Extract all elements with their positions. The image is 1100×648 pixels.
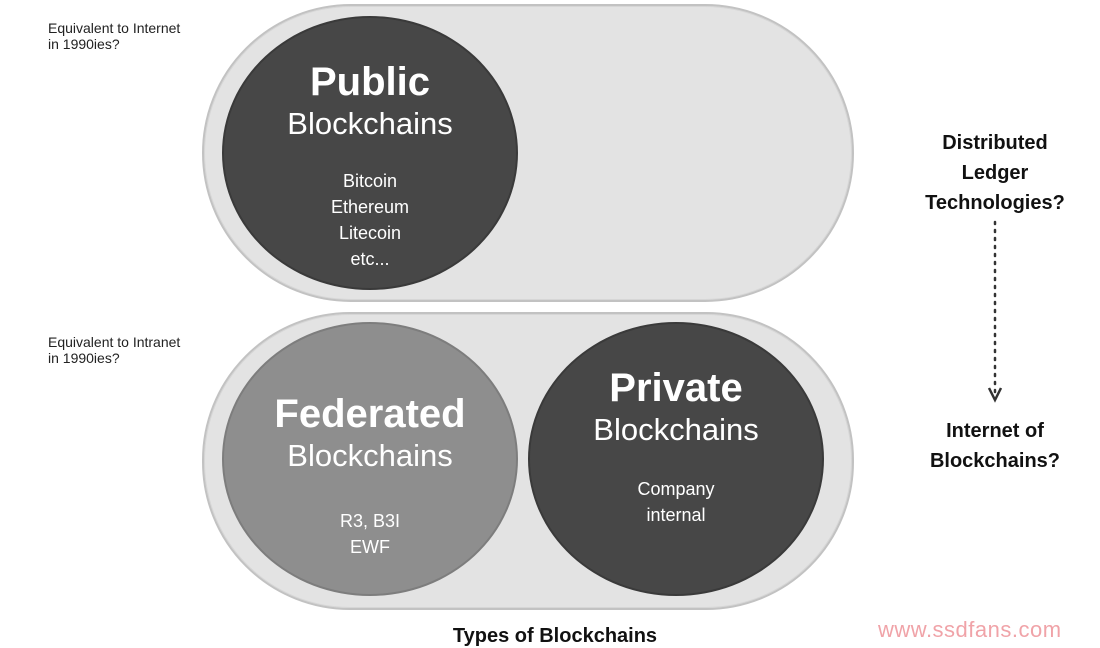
note-line: in 1990ies? — [48, 36, 120, 52]
example-item: internal — [646, 505, 706, 525]
example-item: Bitcoin — [342, 171, 397, 191]
federated-title: Federated — [274, 392, 466, 436]
note-line: Equivalent to Internet — [48, 20, 181, 36]
example-item: EWF — [350, 537, 390, 557]
intranet-equivalence-note: Equivalent to Intranet in 1990ies? — [48, 334, 180, 366]
example-item: Ethereum — [330, 197, 410, 217]
federated-blockchains-circle: Federated Blockchains R3, B3I EWF — [222, 322, 518, 596]
private-title: Private — [609, 366, 743, 410]
iob-line: Internet of — [946, 420, 1044, 442]
watermark: www.ssdfans.com — [878, 617, 1062, 642]
dlt-line: Technologies? — [925, 192, 1065, 214]
internet-equivalence-note: Equivalent to Internet in 1990ies? — [48, 20, 180, 52]
public-subtitle: Blockchains — [287, 106, 453, 141]
federated-subtitle: Blockchains — [287, 438, 453, 473]
figure-caption: Types of Blockchains — [452, 625, 658, 647]
example-item: R3, B3I — [339, 511, 401, 531]
dotted-down-arrow-icon — [987, 220, 1003, 403]
private-examples: Company internal — [637, 476, 714, 528]
internet-of-blockchains-label: Internet of Blockchains? — [880, 416, 1100, 476]
dlt-line: Ledger — [961, 162, 1029, 184]
public-examples: Bitcoin Ethereum Litecoin etc... — [331, 168, 409, 272]
example-item: Litecoin — [338, 223, 402, 243]
private-subtitle: Blockchains — [593, 412, 759, 447]
private-blockchains-circle: Private Blockchains Company internal — [528, 322, 824, 596]
note-line: in 1990ies? — [48, 350, 120, 366]
dlt-line: Distributed — [942, 132, 1048, 154]
iob-line: Blockchains? — [929, 450, 1061, 472]
dlt-label: Distributed Ledger Technologies? — [880, 128, 1100, 218]
public-title: Public — [309, 60, 431, 104]
example-item: etc... — [350, 249, 390, 269]
note-line: Equivalent to Intranet — [48, 334, 181, 350]
federated-examples: R3, B3I EWF — [340, 508, 400, 560]
example-item: Company — [637, 479, 715, 499]
public-blockchains-circle: Public Blockchains Bitcoin Ethereum Lite… — [222, 16, 518, 290]
